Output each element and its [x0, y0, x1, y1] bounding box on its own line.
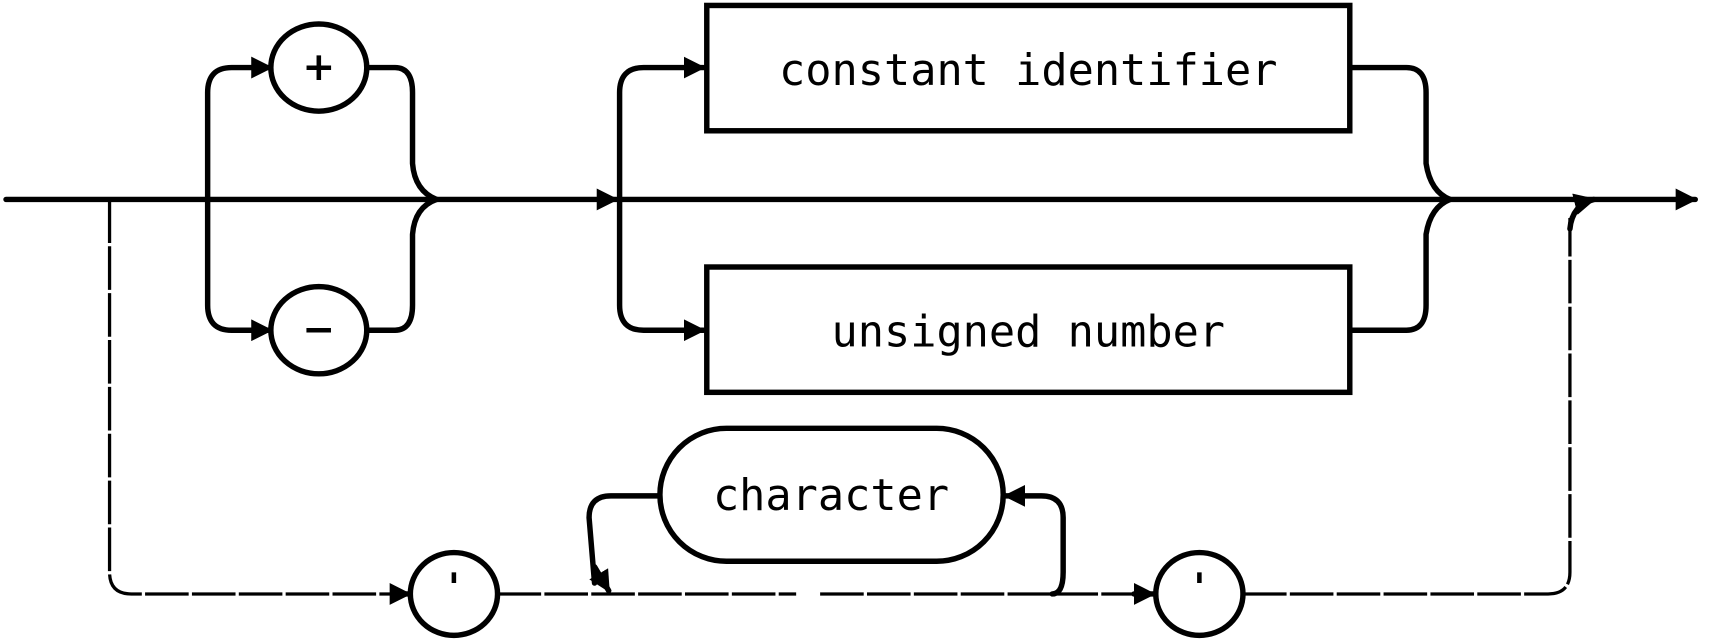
arrow-head	[589, 563, 612, 594]
number-branch-in	[616, 196, 707, 342]
quote-close-terminal: '	[1153, 549, 1246, 639]
minus-branch-out	[364, 196, 440, 333]
minus-label: −	[302, 308, 335, 353]
quote-open-label: '	[448, 566, 460, 611]
plus-label: +	[302, 45, 335, 90]
quote-open-terminal: '	[407, 549, 501, 639]
constant-identifier-label: constant identifier	[779, 46, 1278, 96]
quote-close-label: '	[1193, 566, 1205, 611]
unsigned-number-box: unsigned number	[704, 264, 1353, 396]
plus-terminal: +	[268, 21, 370, 114]
string-branch-in	[107, 199, 410, 596]
minus-branch-in	[204, 196, 274, 342]
minus-terminal: −	[268, 283, 370, 377]
character-loop-back	[1002, 484, 1066, 597]
character-pill: character	[657, 425, 1006, 564]
number-branch-out	[1347, 196, 1453, 333]
plus-branch-in	[204, 56, 274, 203]
arrow-head	[1567, 193, 1597, 232]
plus-branch-out	[364, 64, 440, 203]
constant-identifier-box: constant identifier	[704, 2, 1353, 134]
unsigned-number-label: unsigned number	[832, 307, 1226, 357]
identifier-branch-out	[1347, 64, 1453, 203]
string-branch-out	[1242, 217, 1572, 596]
identifier-branch-in	[616, 56, 707, 203]
character-label: character	[713, 471, 949, 521]
character-loop-in	[586, 493, 663, 586]
